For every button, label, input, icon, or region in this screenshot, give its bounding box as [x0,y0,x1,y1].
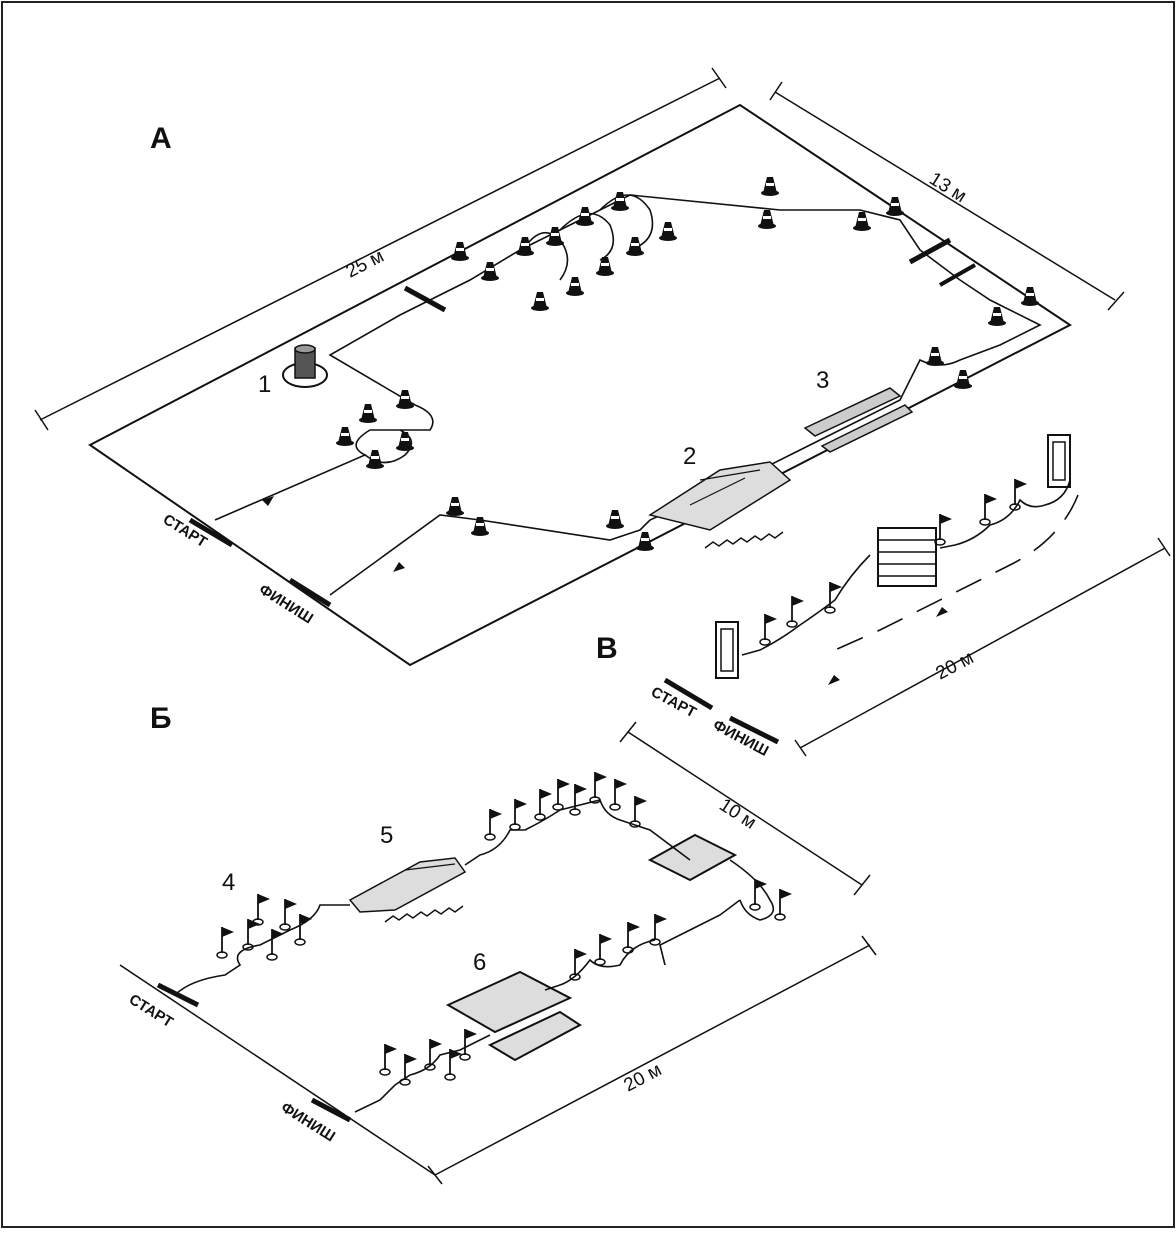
frame-obstacle-far [1047,434,1071,488]
dimension-label-b-width: 10 м [715,795,760,834]
tire-stack-obstacle [877,527,937,587]
start-label-v: СТАРТ [648,684,699,722]
dimension-label-v-length: 20 м [932,647,977,684]
dimension-label-a-width: 13 м [925,168,970,207]
dimension-label-b-length: 20 м [620,1059,665,1096]
dimension-line-b-width [627,731,863,886]
section-label-v: В [596,632,618,665]
section-label-a: А [150,122,172,155]
start-label-a: СТАРТ [160,511,210,551]
station-number-5: 5 [380,822,393,849]
mat-obstacle-2 [487,1010,582,1062]
ramp-obstacle-b [348,857,467,913]
station-number-3: 3 [816,367,829,394]
dimension-line-v-length [799,547,1166,749]
station-number-1: 1 [258,371,271,398]
section-a-field-outline [88,103,1072,667]
dimension-line-a-width [774,91,1116,301]
section-a: А 1 2 3 25 м 13 м СТАРТ ФИНИШ [34,67,1125,667]
station-number-4: 4 [222,869,235,896]
ramp-obstacle [648,461,792,531]
mat-obstacle-far [647,833,738,882]
mat-obstacle-1 [445,970,573,1034]
dimension-line-a-length [39,77,721,421]
section-a-course-path [214,194,1042,596]
section-label-b: Б [150,702,172,735]
station-number-2: 2 [683,443,696,470]
dimension-label-a-length: 25 м [343,246,388,283]
finish-label-b: ФИНИШ [278,1099,338,1145]
station-number-6: 6 [473,949,486,976]
dimension-line-b-length [434,944,871,1176]
section-v: В 20 м СТАРТ ФИНИШ [596,434,1171,760]
narrow-bridge-obstacle [803,387,914,453]
section-b: Б 4 5 6 10 м 20 м СТАРТ ФИНИШ [119,702,877,1185]
frame-obstacle-near [715,621,739,679]
barrel-icon [282,344,328,388]
